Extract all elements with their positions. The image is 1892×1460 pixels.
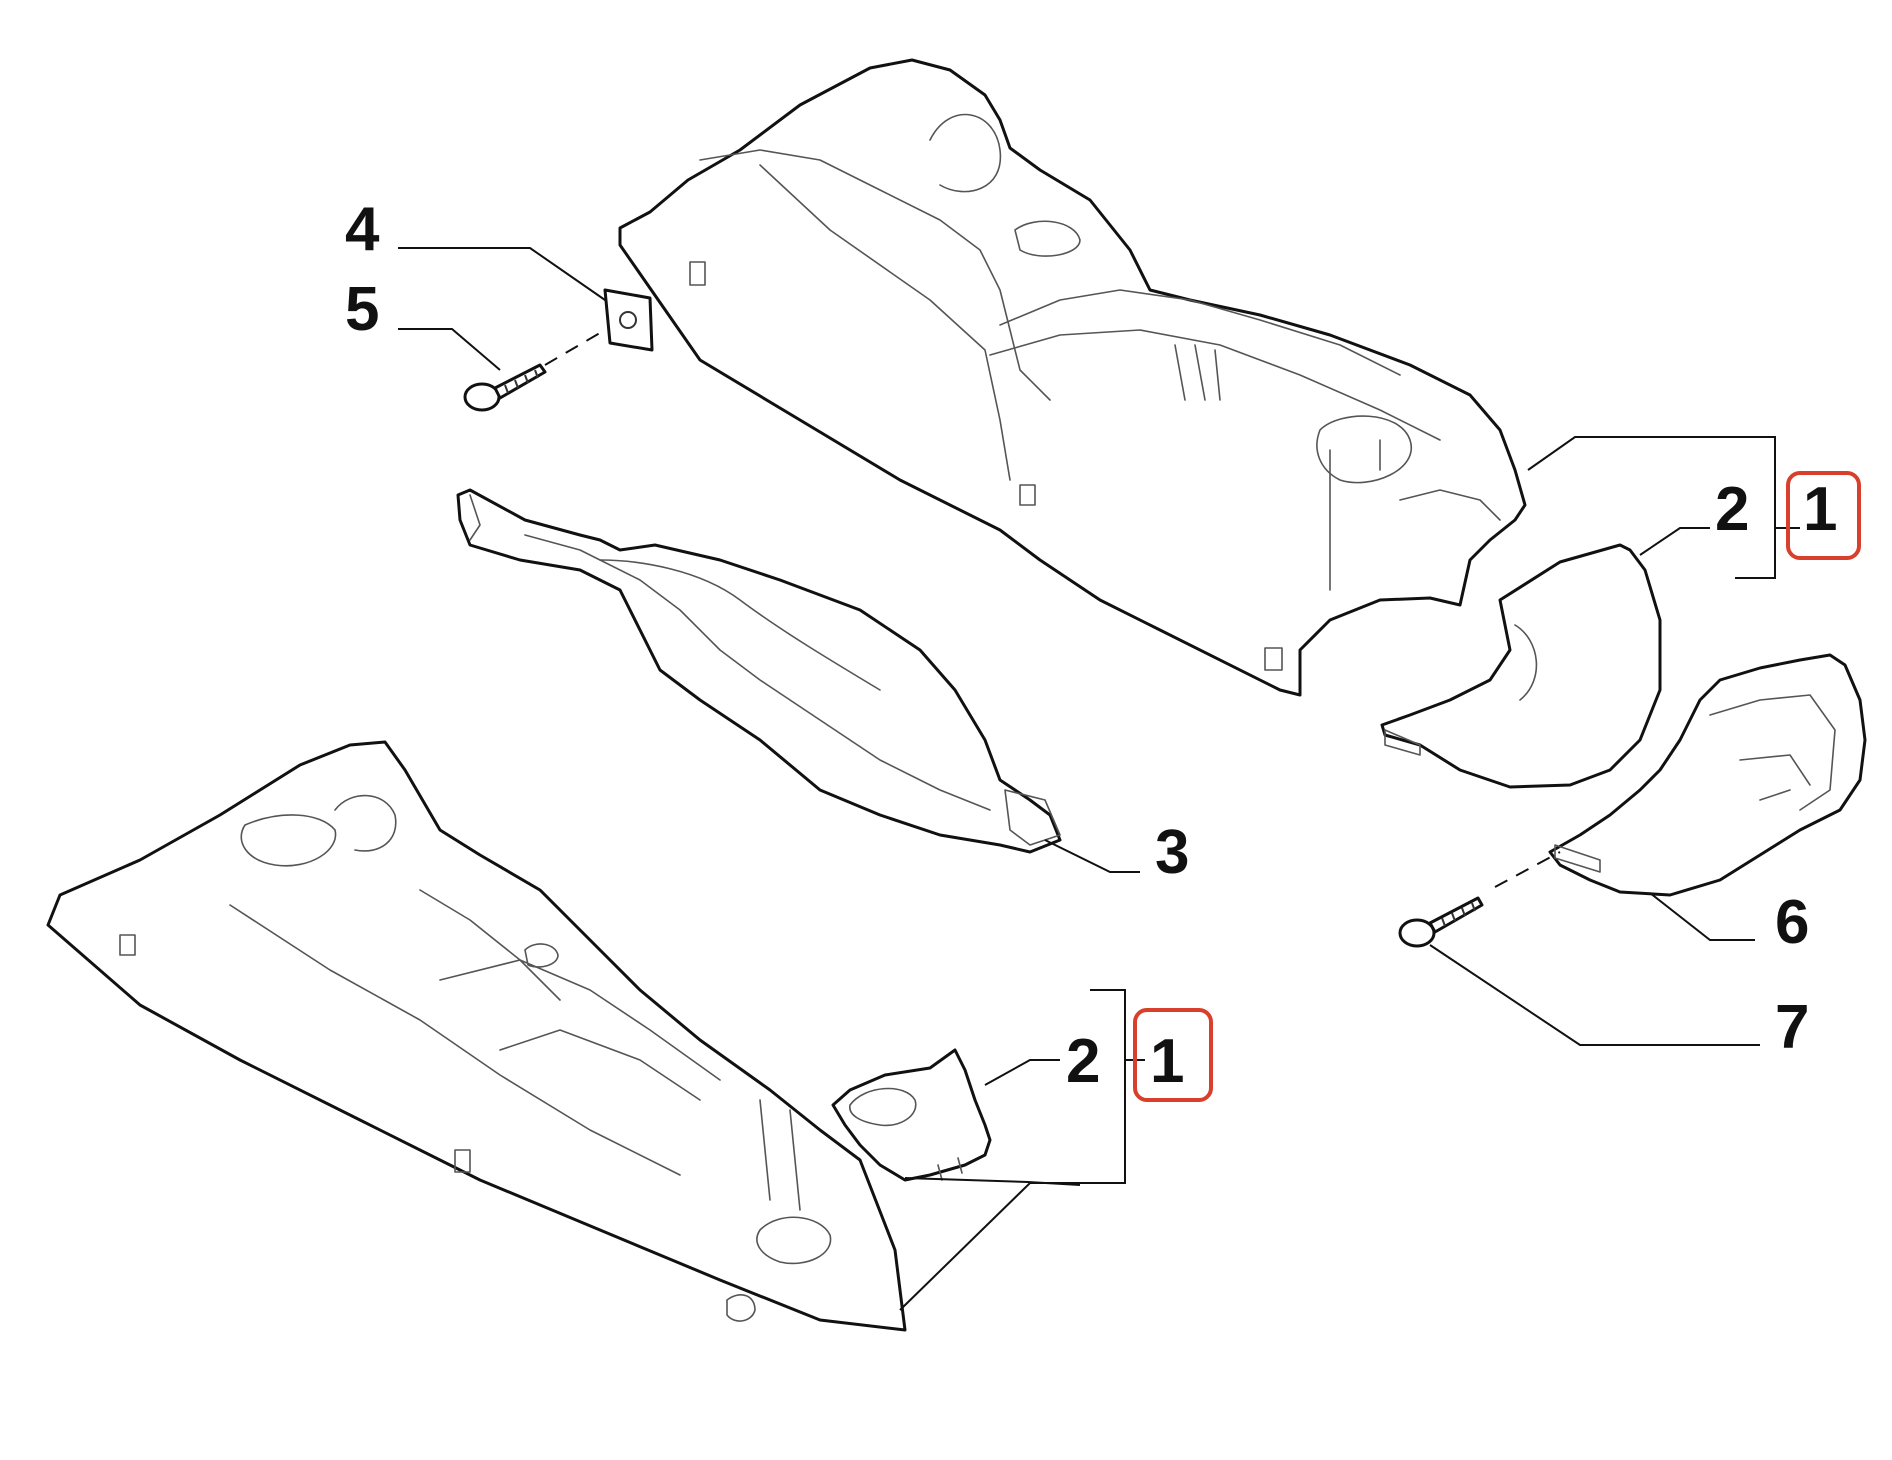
highlights (1133, 471, 1861, 1102)
lower-cup-insert (831, 1048, 992, 1182)
washer-plate (603, 288, 654, 352)
callout-5: 5 (345, 275, 379, 344)
air-duct (456, 488, 1062, 854)
highlight-box-bottom (1133, 1008, 1213, 1102)
callout-3: 3 (1155, 818, 1189, 887)
screw-5 (463, 363, 547, 412)
callout-7: 7 (1775, 993, 1809, 1062)
callout-labels: 4 5 3 2 1 6 7 2 1 (345, 195, 1837, 1096)
screw-7 (1398, 896, 1484, 948)
highlight-box-top (1786, 471, 1861, 560)
callout-1-top: 1 (1803, 475, 1837, 544)
leader-lines (398, 247, 1800, 1311)
callout-2-bottom: 2 (1066, 1027, 1100, 1096)
lower-center-console (46, 740, 907, 1332)
callout-4: 4 (345, 195, 380, 264)
upper-end-cover (1380, 543, 1662, 789)
callout-1-bottom: 1 (1150, 1027, 1184, 1096)
callout-2-top: 2 (1715, 475, 1749, 544)
end-bracket (1548, 653, 1867, 897)
upper-center-console (618, 58, 1527, 697)
callout-6: 6 (1775, 888, 1809, 957)
